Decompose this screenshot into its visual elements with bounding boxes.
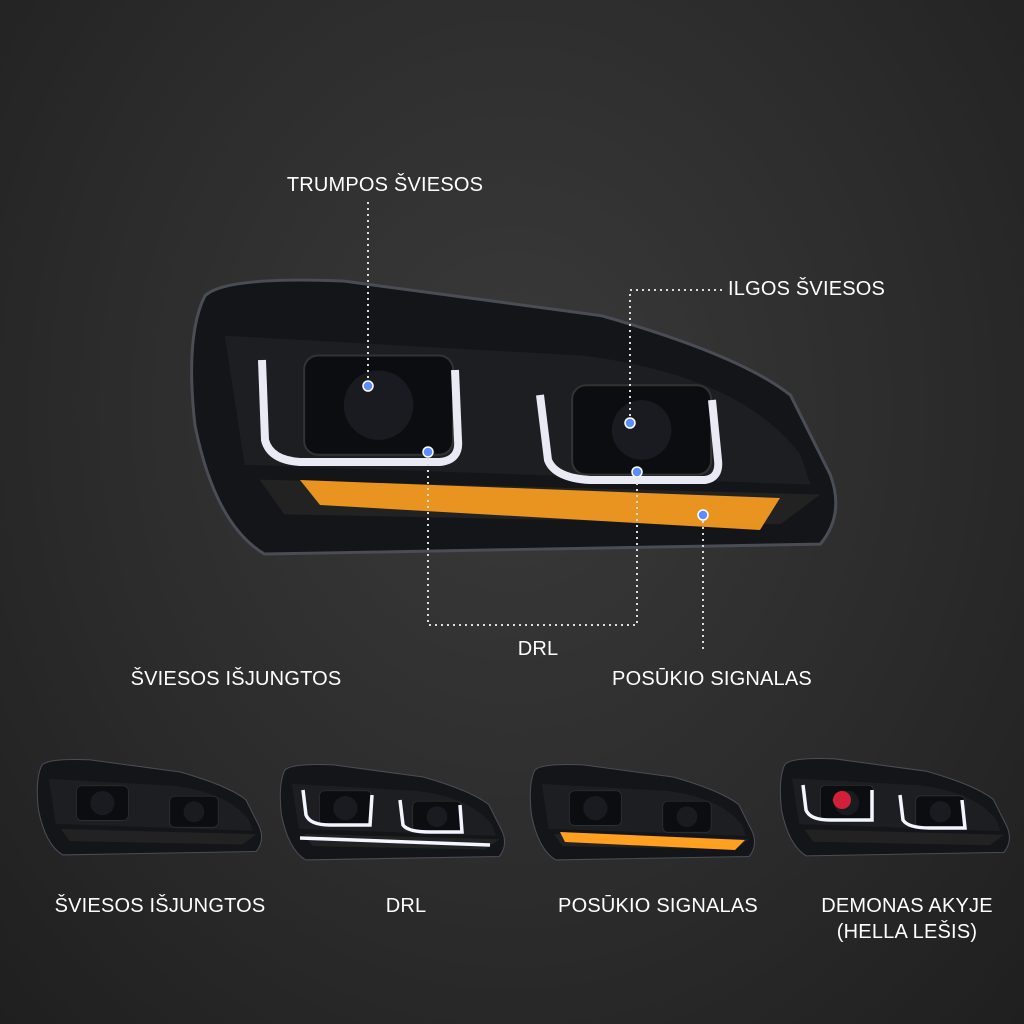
callout-low-beam: TRUMPOS ŠVIESOS: [286, 174, 484, 196]
mode-label: ŠVIESOS IŠJUNGTOS: [54, 895, 266, 917]
callout-drl: DRL: [517, 638, 559, 660]
thumb-demon-eye: [779, 757, 1010, 857]
callout-dots: [362, 380, 709, 521]
main-headlight: [190, 278, 838, 556]
drl-ring-low: [258, 359, 463, 466]
callout-turn-signal: POSŪKIO SIGNALAS: [612, 668, 812, 690]
callout-high-beam: ILGOS ŠVIESOS: [728, 278, 886, 300]
drl-ring-high: [536, 394, 723, 484]
turn-signal-strip: [300, 480, 780, 530]
mode-label-line2: (HELLA LEŠIS): [836, 921, 978, 943]
callout-lines: [367, 202, 722, 650]
thumb-turn-signal: [529, 763, 756, 861]
thumb-lights-off: [36, 758, 263, 856]
mode-label: POSŪKIO SIGNALAS: [558, 895, 758, 917]
thumb-drl: [279, 763, 506, 861]
mode-label-line1: DEMONAS AKYJE: [821, 895, 993, 917]
mode-label: DRL: [385, 895, 427, 917]
callout-lights-off: ŠVIESOS IŠJUNGTOS: [130, 668, 342, 690]
mode-label: DEMONAS AKYJE (HELLA LEŠIS): [821, 893, 993, 945]
